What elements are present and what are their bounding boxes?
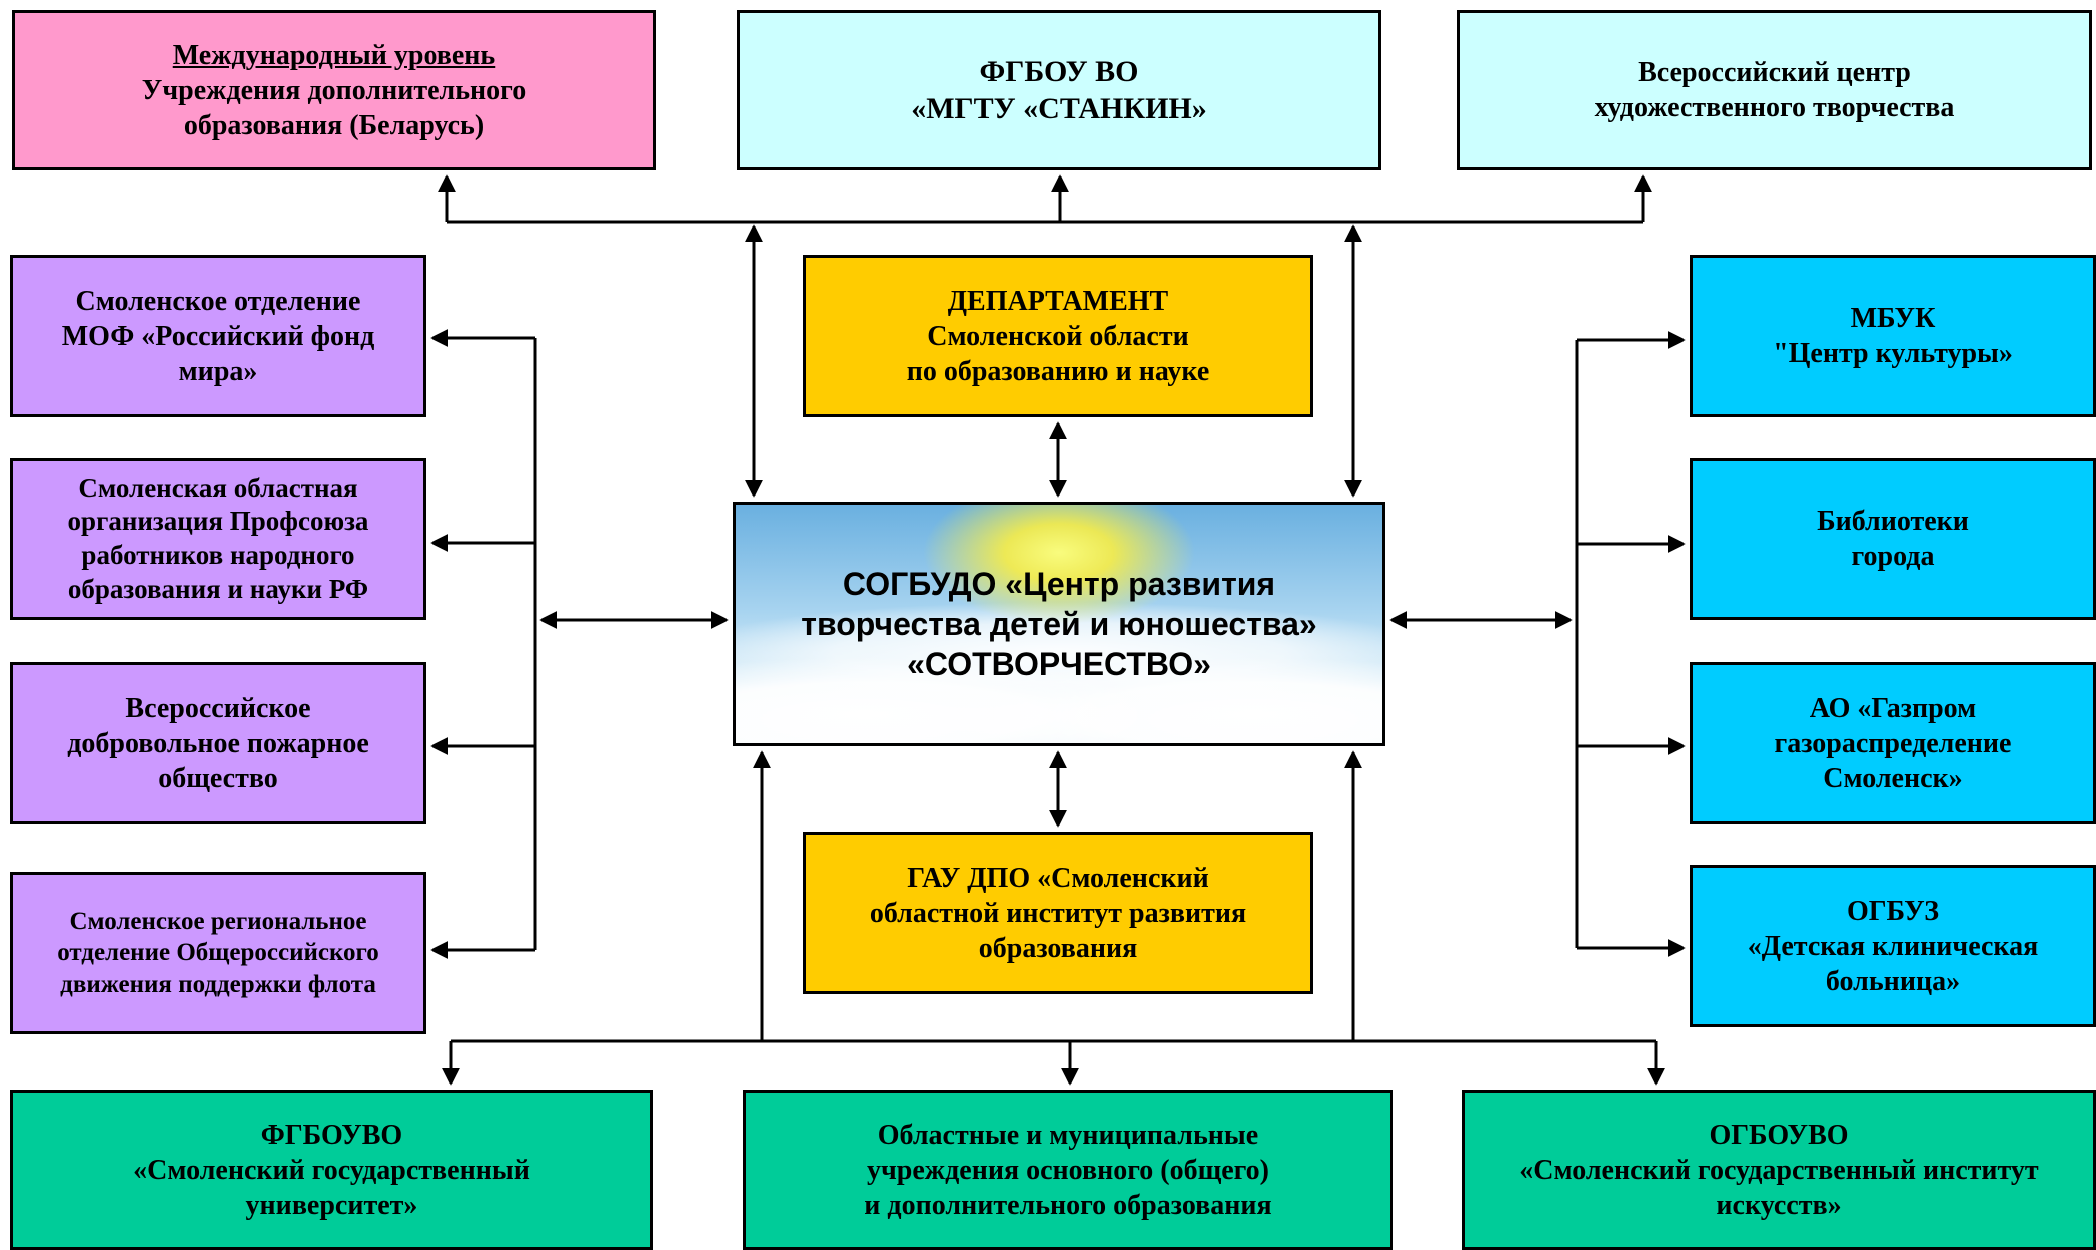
box-peace-fund: Смоленское отделение МОФ «Российский фон… — [10, 255, 426, 417]
vdpo-line-1: Всероссийское — [125, 692, 311, 724]
gau-line-2: областной институт развития — [869, 897, 1247, 929]
box-all-russian-art-center: Всероссийский центр художественного твор… — [1457, 10, 2092, 170]
sgii-line-1: ОГБОУВО — [1709, 1119, 1849, 1151]
box-mgtu-stankin: ФГБОУ ВО «МГТУ «СТАНКИН» — [737, 10, 1381, 170]
dept-line-2: Смоленской области — [927, 320, 1189, 352]
dept-line-3: по образованию и науке — [906, 355, 1210, 387]
obl-line-2: учреждения основного (общего) — [867, 1154, 1269, 1186]
box-education-department: ДЕПАРТАМЕНТ Смоленской области по образо… — [803, 255, 1313, 417]
obl-line-1: Областные и муниципальные — [877, 1119, 1259, 1151]
box-trade-union: Смоленская областная организация Профсою… — [10, 458, 426, 620]
dkb-line-1: ОГБУЗ — [1846, 895, 1940, 927]
rfm-line-2: МОФ «Российский фонд — [61, 320, 375, 352]
prof-line-2: организация Профсоюза — [67, 506, 369, 537]
prof-line-4: образования и науки РФ — [67, 573, 369, 604]
bibl-line-1: Библиотеки — [1817, 506, 1969, 537]
bibl-line-2: города — [1851, 541, 1935, 572]
gau-line-1: ГАУ ДПО «Смоленский — [907, 862, 1209, 894]
main-line-2: творчества детей и юношества» — [801, 606, 1317, 642]
vcht-line-2: художественного творчества — [1594, 92, 1955, 123]
box-fleet-support: Смоленское региональное отделение Общеро… — [10, 872, 426, 1034]
box-gazprom: АО «Газпром газораспределение Смоленск» — [1690, 662, 2096, 824]
vdpo-line-3: общество — [158, 762, 278, 794]
rfm-line-3: мира» — [178, 355, 258, 387]
intl-line-2: образования (Беларусь) — [183, 109, 485, 141]
sgii-line-2: «Смоленский государственный институт — [1519, 1154, 2039, 1186]
main-line-3: «СОТВОРЧЕСТВО» — [907, 646, 1211, 682]
dkb-line-2: «Детская клиническая — [1747, 930, 2039, 962]
box-regional-municipal-institutions: Областные и муниципальные учреждения осн… — [743, 1090, 1393, 1250]
box-smolensk-arts-institute: ОГБОУВО «Смоленский государственный инст… — [1462, 1090, 2096, 1250]
sgu-line-3: университет» — [245, 1189, 418, 1221]
box-education-institute: ГАУ ДПО «Смоленский областной институт р… — [803, 832, 1313, 994]
flot-line-3: движения поддержки флота — [60, 970, 376, 998]
box-sotvorchestvo-center: СОГБУДО «Центр развития творчества детей… — [733, 502, 1385, 746]
flot-line-1: Смоленское региональное — [69, 908, 367, 936]
gau-line-3: образования — [978, 932, 1138, 964]
sgu-line-2: «Смоленский государственный — [133, 1154, 530, 1186]
sgii-line-3: искусств» — [1716, 1189, 1842, 1221]
cult-line-1: МБУК — [1850, 303, 1936, 334]
flot-line-2: отделение Общероссийского — [57, 939, 379, 967]
dept-line-1: ДЕПАРТАМЕНТ — [947, 285, 1169, 317]
rfm-line-1: Смоленское отделение — [75, 285, 361, 317]
vdpo-line-2: добровольное пожарное — [67, 727, 369, 759]
box-international-level: Международный уровень Учреждения дополни… — [12, 10, 656, 170]
dkb-line-3: больница» — [1825, 965, 1961, 997]
obl-line-3: и дополнительного образования — [864, 1189, 1272, 1221]
box-city-libraries: Библиотеки города — [1690, 458, 2096, 620]
box-smolensk-state-university: ФГБОУВО «Смоленский государственный унив… — [10, 1090, 653, 1250]
stankin-line-1: ФГБОУ ВО — [979, 54, 1139, 88]
intl-heading: Международный уровень — [172, 39, 496, 71]
box-fire-society: Всероссийское добровольное пожарное обще… — [10, 662, 426, 824]
prof-line-1: Смоленская областная — [78, 472, 358, 503]
sgu-line-1: ФГБОУВО — [260, 1119, 403, 1151]
prof-line-3: работников народного — [81, 540, 355, 570]
stankin-line-2: «МГТУ «СТАНКИН» — [911, 92, 1207, 125]
gaz-line-3: Смоленск» — [1823, 762, 1963, 794]
vcht-line-1: Всероссийский центр — [1638, 57, 1911, 88]
box-culture-center: МБУК "Центр культуры» — [1690, 255, 2096, 417]
box-childrens-hospital: ОГБУЗ «Детская клиническая больница» — [1690, 865, 2096, 1027]
gaz-line-2: газораспределение — [1774, 727, 2012, 759]
cult-line-2: "Центр культуры» — [1773, 338, 2013, 369]
intl-line-1: Учреждения дополнительного — [141, 74, 527, 106]
gaz-line-1: АО «Газпром — [1809, 692, 1977, 724]
main-line-1: СОГБУДО «Центр развития — [842, 566, 1276, 602]
